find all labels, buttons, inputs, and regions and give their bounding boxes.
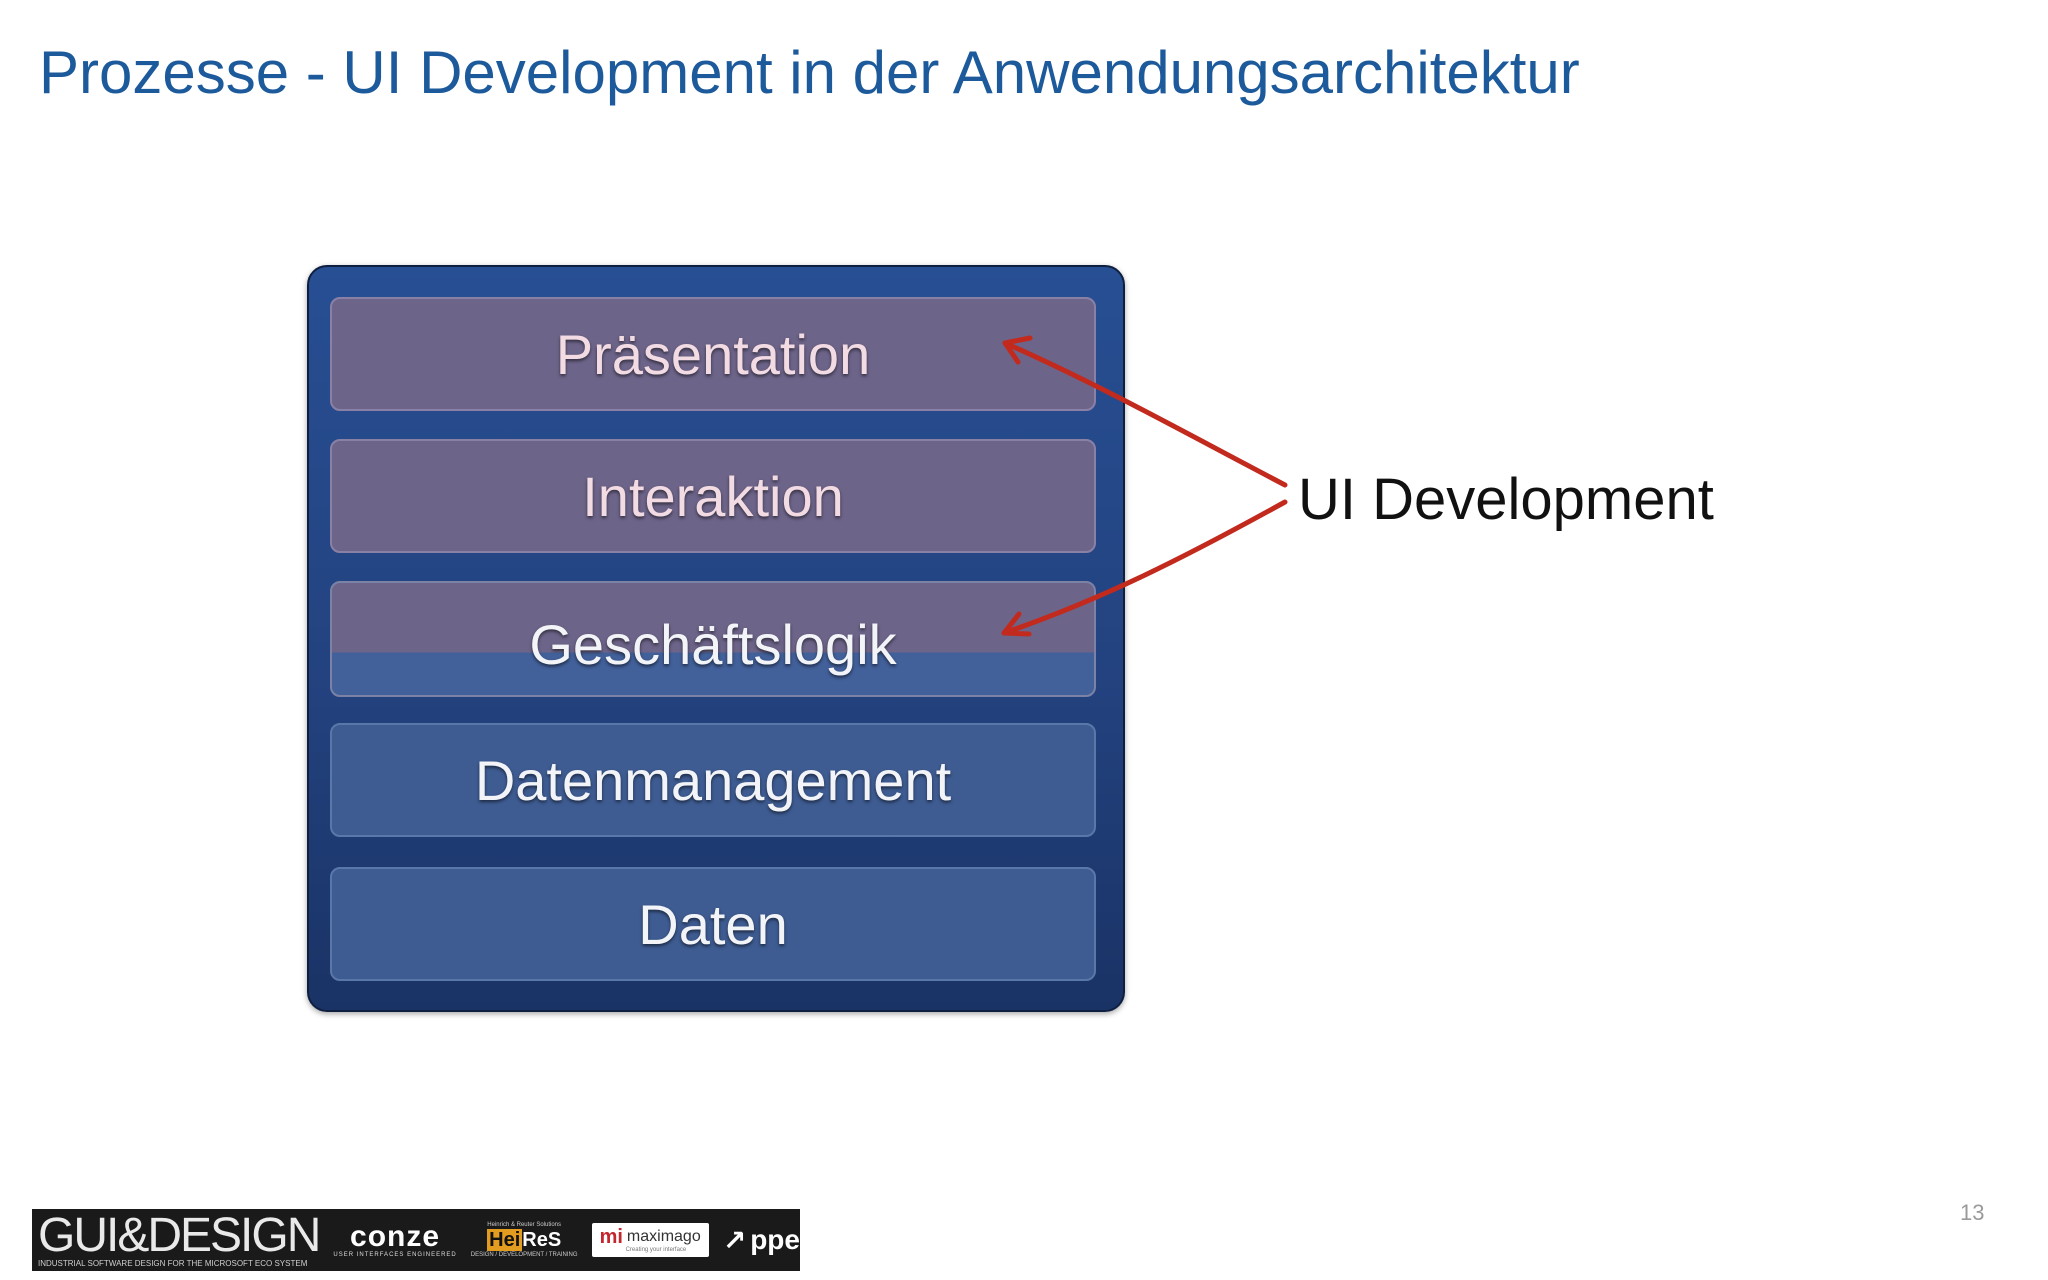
arrow-to-geschaeftslogik	[1001, 499, 1288, 637]
conze-logo: conze USER INTERFACES ENGINEERED	[333, 1220, 457, 1259]
arrow-icon: ↗	[722, 1224, 747, 1256]
sponsor-logo-bar: GUI&DESIGN INDUSTRIAL SOFTWARE DESIGN FO…	[32, 1209, 800, 1271]
arrow-to-praesentation	[1002, 335, 1288, 488]
layer-praesentation: Präsentation	[330, 297, 1096, 411]
page-number: 13	[1960, 1200, 1985, 1225]
ui-development-label: UI Development	[1298, 467, 1714, 532]
gui-design-logo: GUI&DESIGN INDUSTRIAL SOFTWARE DESIGN FO…	[38, 1209, 321, 1268]
layer-daten: Daten	[330, 867, 1096, 981]
layer-datenmanagement: Datenmanagement	[330, 723, 1096, 837]
maximago-logo: mi maximago Creating your interface	[591, 1223, 709, 1257]
ppedv-logo: ↗ ppedv	[722, 1224, 800, 1256]
layer-geschaeftslogik: Geschäftslogik	[330, 581, 1096, 697]
slide-title: Prozesse - UI Development in der Anwendu…	[39, 39, 1580, 106]
layer-interaktion: Interaktion	[330, 439, 1096, 553]
